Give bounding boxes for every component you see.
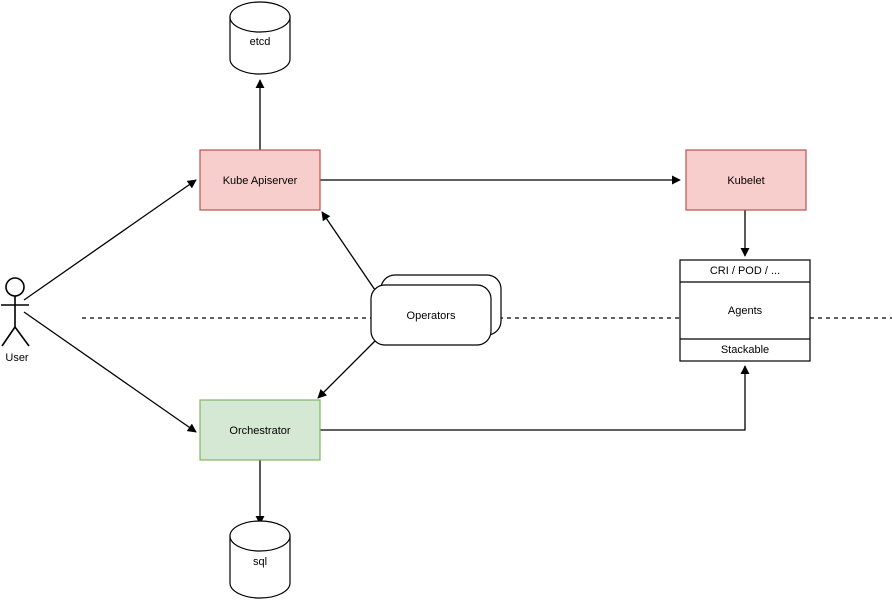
orchestrator-rect (199, 399, 321, 461)
user-label: User (5, 352, 29, 364)
kubelet-label: Kubelet (727, 175, 764, 187)
node-sql[interactable]: sql (229, 520, 291, 599)
user-leg-right (14, 326, 30, 347)
agents-header-label: CRI / POD / ... (710, 265, 780, 277)
agents-outer-rect (679, 259, 811, 362)
operators-label: Operators (407, 310, 456, 322)
edge-user-to-kube-apiserver (23, 179, 197, 301)
agents-footer-label: Stackable (721, 344, 769, 356)
edge-orchestrator-to-stackable (320, 365, 750, 431)
edge-operators-to-orchestrator (317, 340, 376, 399)
kube-apiserver-label: Kube Apiserver (223, 175, 298, 187)
node-orchestrator[interactable]: Orchestrator (199, 399, 321, 461)
user-head-icon (5, 277, 25, 297)
sql-cylinder-top (229, 520, 291, 552)
kube-apiserver-rect (199, 149, 321, 211)
edge-operators-to-kube-apiserver (321, 211, 376, 291)
sql-label: sql (253, 556, 267, 568)
user-leg-left (1, 326, 16, 347)
node-agents[interactable]: CRI / POD / ... Agents Stackable (679, 259, 811, 362)
etcd-label: etcd (250, 36, 271, 48)
operators-front-rect (370, 284, 492, 346)
agents-body-label: Agents (728, 305, 763, 317)
etcd-cylinder-top (229, 1, 291, 33)
node-operators[interactable]: Operators (370, 274, 502, 346)
edge-user-to-orchestrator (23, 311, 197, 433)
node-kubelet[interactable]: Kubelet (685, 149, 807, 211)
orchestrator-label: Orchestrator (229, 425, 290, 437)
node-etcd[interactable]: etcd (229, 1, 291, 75)
kubelet-rect (685, 149, 807, 211)
etcd-cylinder-body (229, 16, 291, 75)
node-kube-apiserver[interactable]: Kube Apiserver (199, 149, 321, 211)
sql-cylinder-body (229, 535, 291, 599)
node-user[interactable]: User (1, 277, 30, 364)
